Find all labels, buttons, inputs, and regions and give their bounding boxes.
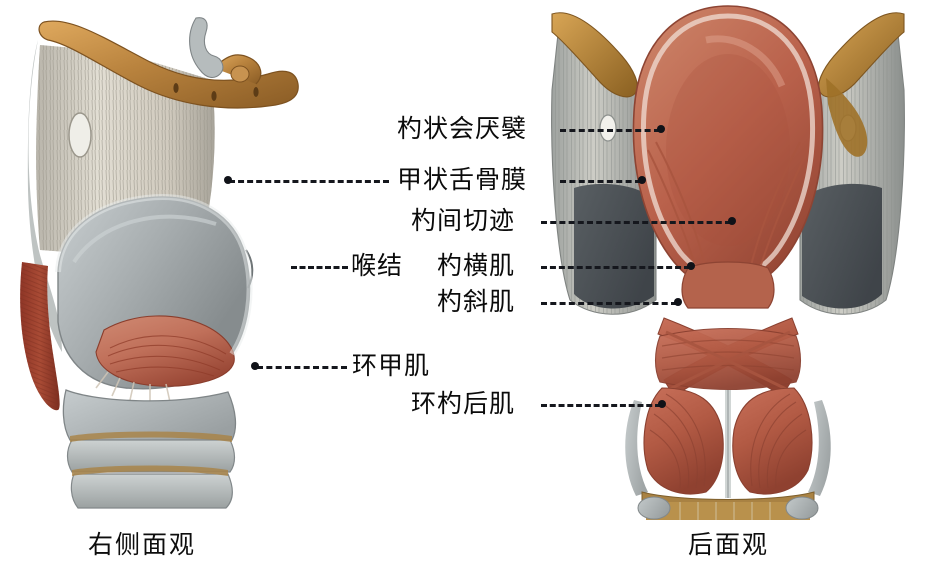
label-posterior-cricoarytenoid: 环杓后肌 bbox=[411, 389, 516, 418]
leader-dot-oblique-arytenoid bbox=[674, 298, 682, 306]
leader-dot-thyrohyoid-membrane-left bbox=[224, 176, 232, 184]
label-oblique-arytenoid: 杓斜肌 bbox=[437, 287, 516, 316]
caption-posterior-view: 后面观 bbox=[688, 530, 770, 559]
leader-dot-cricothyroid bbox=[251, 362, 259, 370]
caption-right-lateral-view: 右侧面观 bbox=[88, 530, 197, 559]
leader-laryngeal-prominence bbox=[291, 266, 348, 269]
label-interarytenoid-notch: 杓间切迹 bbox=[411, 206, 516, 235]
leader-interarytenoid-notch bbox=[541, 221, 731, 224]
leader-thyrohyoid-membrane-right bbox=[560, 180, 641, 183]
label-aryepiglottic-fold: 杓状会厌襞 bbox=[397, 114, 528, 143]
larynx-right-lateral-illustration bbox=[0, 0, 360, 520]
leader-posterior-cricoarytenoid bbox=[541, 404, 661, 407]
leader-transverse-arytenoid bbox=[541, 266, 690, 269]
leader-dot-transverse-arytenoid bbox=[687, 262, 695, 270]
larynx-posterior-illustration bbox=[530, 0, 926, 520]
leader-oblique-arytenoid bbox=[541, 302, 677, 305]
label-thyrohyoid-membrane: 甲状舌骨膜 bbox=[397, 165, 528, 194]
leader-aryepiglottic-fold bbox=[560, 129, 660, 132]
label-transverse-arytenoid: 杓横肌 bbox=[437, 251, 516, 280]
leader-dot-posterior-cricoarytenoid bbox=[658, 400, 666, 408]
label-laryngeal-prominence: 喉结 bbox=[351, 251, 404, 280]
leader-thyrohyoid-membrane-left bbox=[229, 180, 389, 183]
leader-dot-interarytenoid-notch bbox=[728, 217, 736, 225]
leader-dot-aryepiglottic-fold bbox=[657, 125, 665, 133]
leader-dot-thyrohyoid-membrane-right bbox=[638, 176, 646, 184]
leader-cricothyroid bbox=[257, 366, 347, 369]
label-cricothyroid: 环甲肌 bbox=[352, 351, 431, 380]
